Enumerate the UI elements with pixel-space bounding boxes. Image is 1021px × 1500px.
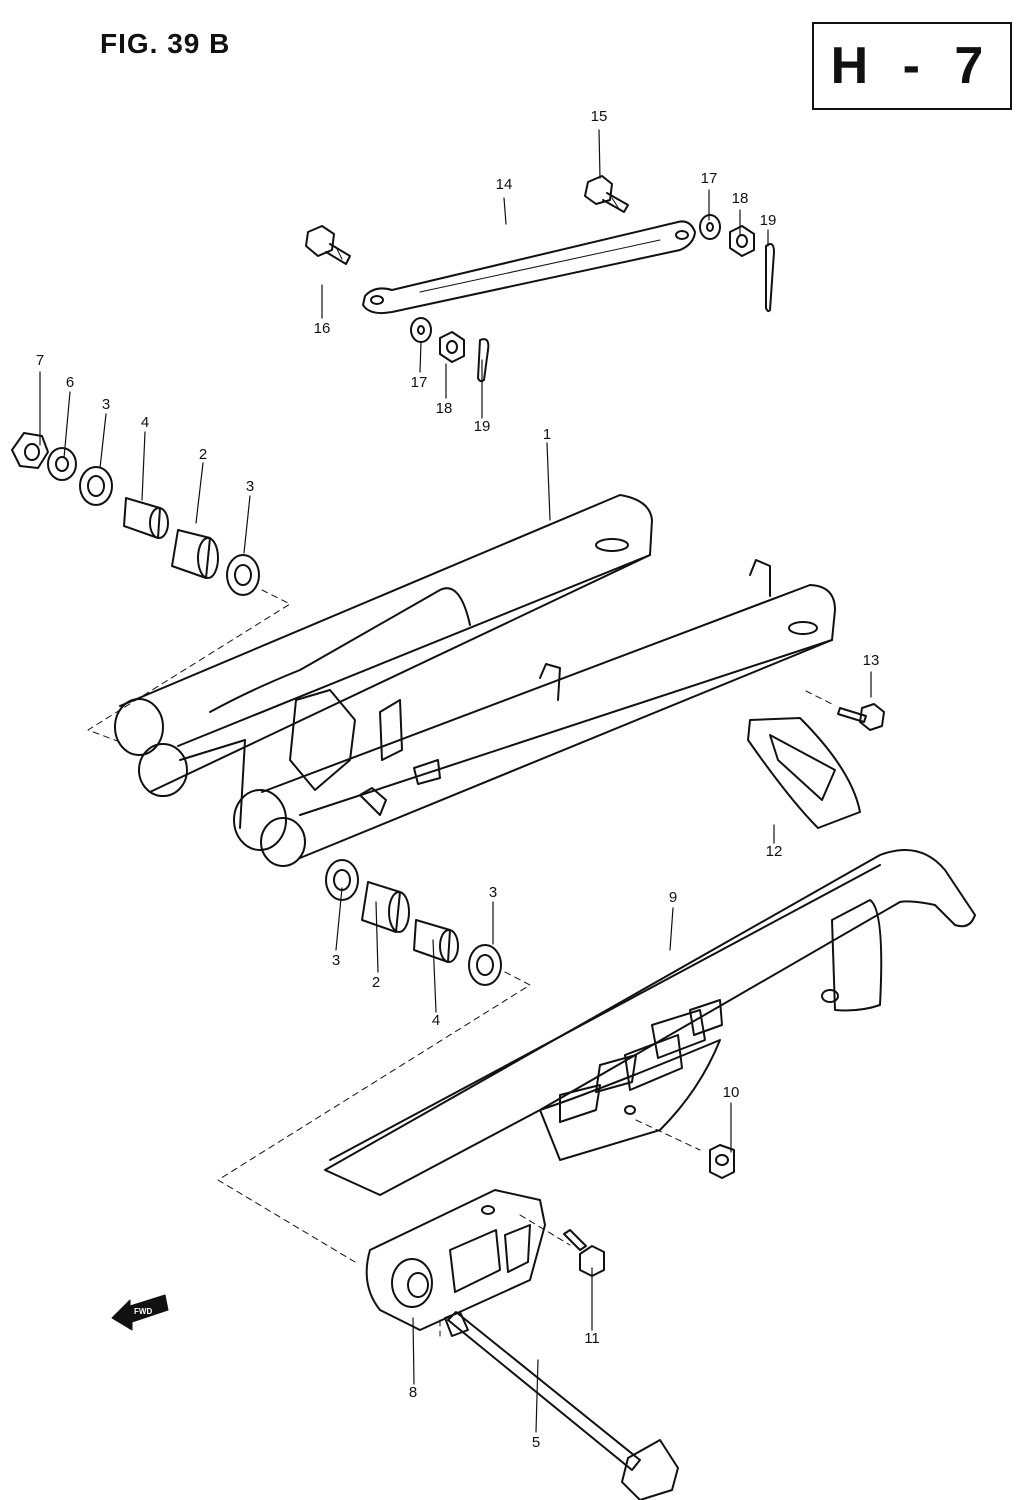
figure-title: FIG. 39 B bbox=[100, 28, 231, 59]
callout-1: 1 bbox=[542, 426, 552, 443]
dust-seal-3-c bbox=[325, 859, 359, 901]
callout-17-lower: 17 bbox=[410, 374, 428, 391]
bolt-11 bbox=[563, 1229, 605, 1277]
cotter-pin-19-upper bbox=[765, 243, 775, 313]
callout-11: 11 bbox=[584, 1330, 600, 1347]
callout-9: 9 bbox=[668, 889, 678, 906]
callout-2-a: 2 bbox=[198, 446, 208, 463]
bearing-2-a bbox=[171, 529, 219, 579]
callout-3-a: 3 bbox=[101, 396, 111, 413]
callout-7: 7 bbox=[35, 352, 45, 369]
callout-2-b: 2 bbox=[371, 974, 381, 991]
dust-seal-3-b bbox=[226, 554, 260, 596]
page-code-box: H - 7 bbox=[812, 22, 1012, 110]
spacer-4-a bbox=[123, 497, 169, 539]
assembly-dashed-lines bbox=[87, 589, 833, 1337]
washer-17-upper bbox=[699, 214, 721, 240]
chain-case-bracket-8 bbox=[365, 1189, 546, 1331]
callout-14: 14 bbox=[495, 176, 513, 193]
torque-link bbox=[362, 220, 696, 315]
callout-8: 8 bbox=[408, 1384, 418, 1401]
nut-7 bbox=[11, 432, 49, 469]
torque-link-bolt-15 bbox=[584, 175, 629, 213]
washer-17-lower bbox=[410, 317, 432, 343]
callout-3-d: 3 bbox=[488, 884, 498, 901]
fwd-label: FWD bbox=[134, 1307, 152, 1316]
callout-13: 13 bbox=[862, 652, 880, 669]
chain-guide-12 bbox=[747, 717, 861, 829]
callout-16: 16 bbox=[313, 320, 331, 337]
nut-18-lower bbox=[439, 331, 465, 363]
dust-seal-3-d bbox=[468, 944, 502, 986]
torque-link-bolt-16 bbox=[305, 225, 351, 265]
spacer-4-b bbox=[413, 919, 459, 963]
nut-18-upper bbox=[729, 225, 755, 257]
callout-4-b: 4 bbox=[431, 1012, 441, 1029]
callout-12: 12 bbox=[765, 843, 783, 860]
axle-5 bbox=[444, 1311, 679, 1500]
callout-18-upper: 18 bbox=[731, 190, 749, 207]
dust-seal-3-a bbox=[79, 466, 113, 506]
callout-17-upper: 17 bbox=[700, 170, 718, 187]
callout-6: 6 bbox=[65, 374, 75, 391]
chain-case-9 bbox=[324, 849, 976, 1196]
washer-6 bbox=[47, 447, 77, 481]
callout-3-b: 3 bbox=[245, 478, 255, 495]
arrow-left-icon: FWD bbox=[111, 1294, 169, 1331]
callout-5: 5 bbox=[531, 1434, 541, 1451]
bearing-2-b bbox=[361, 881, 410, 933]
callout-3-c: 3 bbox=[331, 952, 341, 969]
bolt-13 bbox=[837, 703, 885, 731]
callout-18-lower: 18 bbox=[435, 400, 453, 417]
cotter-pin-19-lower bbox=[477, 338, 490, 383]
leader-lines bbox=[39, 129, 872, 1433]
callout-15: 15 bbox=[590, 108, 608, 125]
bolt-10 bbox=[709, 1144, 735, 1179]
callout-10: 10 bbox=[722, 1084, 740, 1101]
callout-4-a: 4 bbox=[140, 414, 150, 431]
callout-19-upper: 19 bbox=[759, 212, 777, 229]
swing-arm bbox=[114, 494, 836, 867]
callout-19-lower: 19 bbox=[473, 418, 491, 435]
page-code: H - 7 bbox=[830, 37, 994, 95]
